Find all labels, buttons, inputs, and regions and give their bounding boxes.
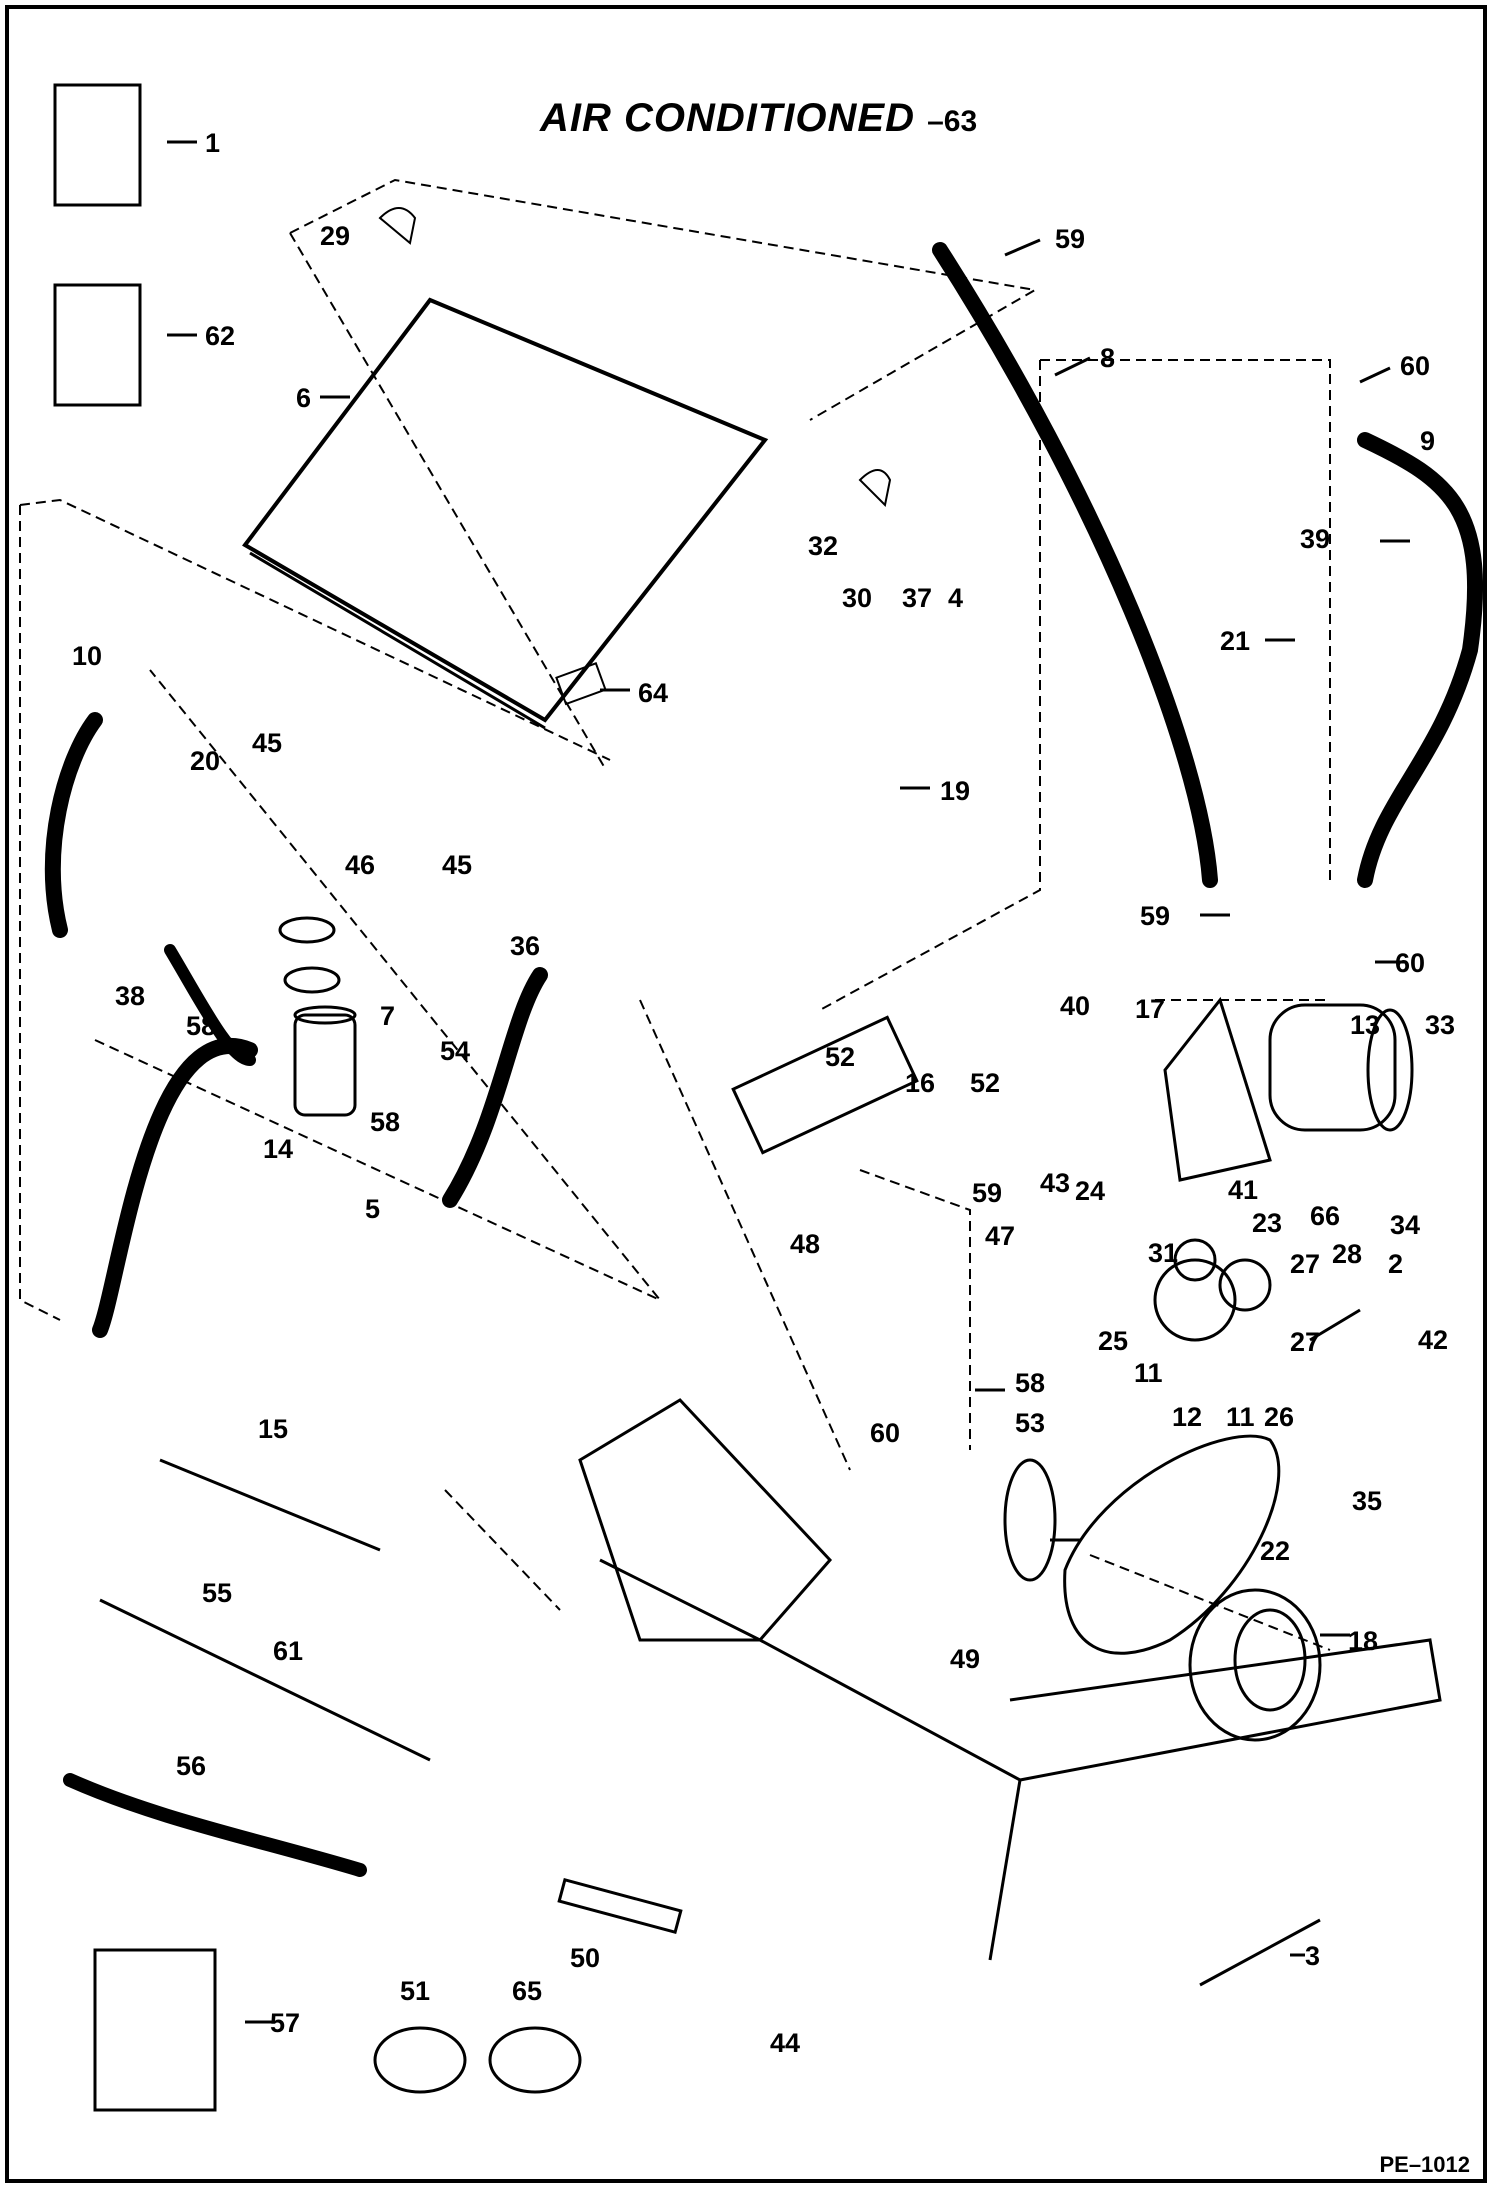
callout-4: 4 — [948, 583, 963, 613]
callout-23: 23 — [1252, 1208, 1282, 1238]
callout-55: 55 — [202, 1578, 232, 1608]
callout-60: 60 — [870, 1418, 900, 1448]
callout-45: 45 — [442, 850, 472, 880]
callout-47: 47 — [985, 1221, 1015, 1251]
callout-19: 19 — [940, 776, 970, 806]
callout-58: 58 — [1015, 1368, 1045, 1398]
callout-62: 62 — [205, 321, 235, 351]
callout-33: 33 — [1425, 1010, 1455, 1040]
callout-59: 59 — [1140, 901, 1170, 931]
callout-46: 46 — [345, 850, 375, 880]
sheet-code: PE–1012 — [1379, 2152, 1470, 2177]
callout-36: 36 — [510, 931, 540, 961]
callout-31: 31 — [1148, 1238, 1178, 1268]
callout-11: 11 — [1134, 1358, 1163, 1388]
callout-50: 50 — [570, 1943, 600, 1973]
callout-18: 18 — [1348, 1626, 1378, 1656]
callout-53: 53 — [1015, 1408, 1045, 1438]
callout-51: 51 — [400, 1976, 430, 2006]
callout-13: 13 — [1350, 1010, 1380, 1040]
callout-61: 61 — [273, 1636, 303, 1666]
diagram-title: AIR CONDITIONED –63 — [540, 96, 977, 141]
callout-9: 9 — [1420, 426, 1435, 456]
callout-29: 29 — [320, 221, 350, 251]
callout-25: 25 — [1098, 1326, 1128, 1356]
callout-54: 54 — [440, 1036, 470, 1066]
callout-24: 24 — [1075, 1176, 1105, 1206]
title-text: AIR CONDITIONED — [540, 96, 915, 140]
callout-8: 8 — [1100, 343, 1115, 373]
callout-17: 17 — [1135, 994, 1165, 1024]
callout-38: 38 — [115, 981, 145, 1011]
callout-56: 56 — [176, 1751, 206, 1781]
callout-1: 1 — [205, 128, 220, 158]
callout-58: 58 — [186, 1011, 216, 1041]
callout-59: 59 — [1055, 224, 1085, 254]
callout-5: 5 — [365, 1194, 380, 1224]
callout-52: 52 — [970, 1068, 1000, 1098]
callout-27: 27 — [1290, 1327, 1320, 1357]
callout-21: 21 — [1220, 626, 1250, 656]
callout-11: 11 — [1226, 1402, 1255, 1432]
callout-2: 2 — [1388, 1249, 1403, 1279]
callout-44: 44 — [770, 2028, 800, 2058]
callout-49: 49 — [950, 1644, 980, 1674]
callout-52: 52 — [825, 1042, 855, 1072]
callout-43: 43 — [1040, 1168, 1070, 1198]
callout-7: 7 — [380, 1001, 395, 1031]
callout-22: 22 — [1260, 1536, 1290, 1566]
callout-59: 59 — [972, 1178, 1002, 1208]
callout-12: 12 — [1172, 1402, 1202, 1432]
callout-34: 34 — [1390, 1210, 1420, 1240]
callout-40: 40 — [1060, 991, 1090, 1021]
callout-60: 60 — [1400, 351, 1430, 381]
callout-57: 57 — [270, 2008, 300, 2038]
callout-64: 64 — [638, 678, 668, 708]
title-ref: –63 — [927, 105, 978, 138]
callout-35: 35 — [1352, 1486, 1382, 1516]
callout-14: 14 — [263, 1134, 293, 1164]
callout-10: 10 — [72, 641, 102, 671]
callout-41: 41 — [1228, 1175, 1258, 1205]
callout-27: 27 — [1290, 1249, 1320, 1279]
callout-58: 58 — [370, 1107, 400, 1137]
callout-28: 28 — [1332, 1239, 1362, 1269]
callout-3: 3 — [1305, 1941, 1320, 1971]
diagram-border — [5, 5, 1487, 2183]
callout-65: 65 — [512, 1976, 542, 2006]
callout-48: 48 — [790, 1229, 820, 1259]
callout-20: 20 — [190, 746, 220, 776]
callout-60: 60 — [1395, 948, 1425, 978]
callout-42: 42 — [1418, 1325, 1448, 1355]
callout-30: 30 — [842, 583, 872, 613]
callout-16: 16 — [905, 1068, 935, 1098]
callout-15: 15 — [258, 1414, 288, 1444]
callout-26: 26 — [1264, 1402, 1294, 1432]
callout-6: 6 — [296, 383, 311, 413]
callout-39: 39 — [1300, 524, 1330, 554]
callout-32: 32 — [808, 531, 838, 561]
callout-45: 45 — [252, 728, 282, 758]
callout-37: 37 — [902, 583, 932, 613]
callout-66: 66 — [1310, 1201, 1340, 1231]
